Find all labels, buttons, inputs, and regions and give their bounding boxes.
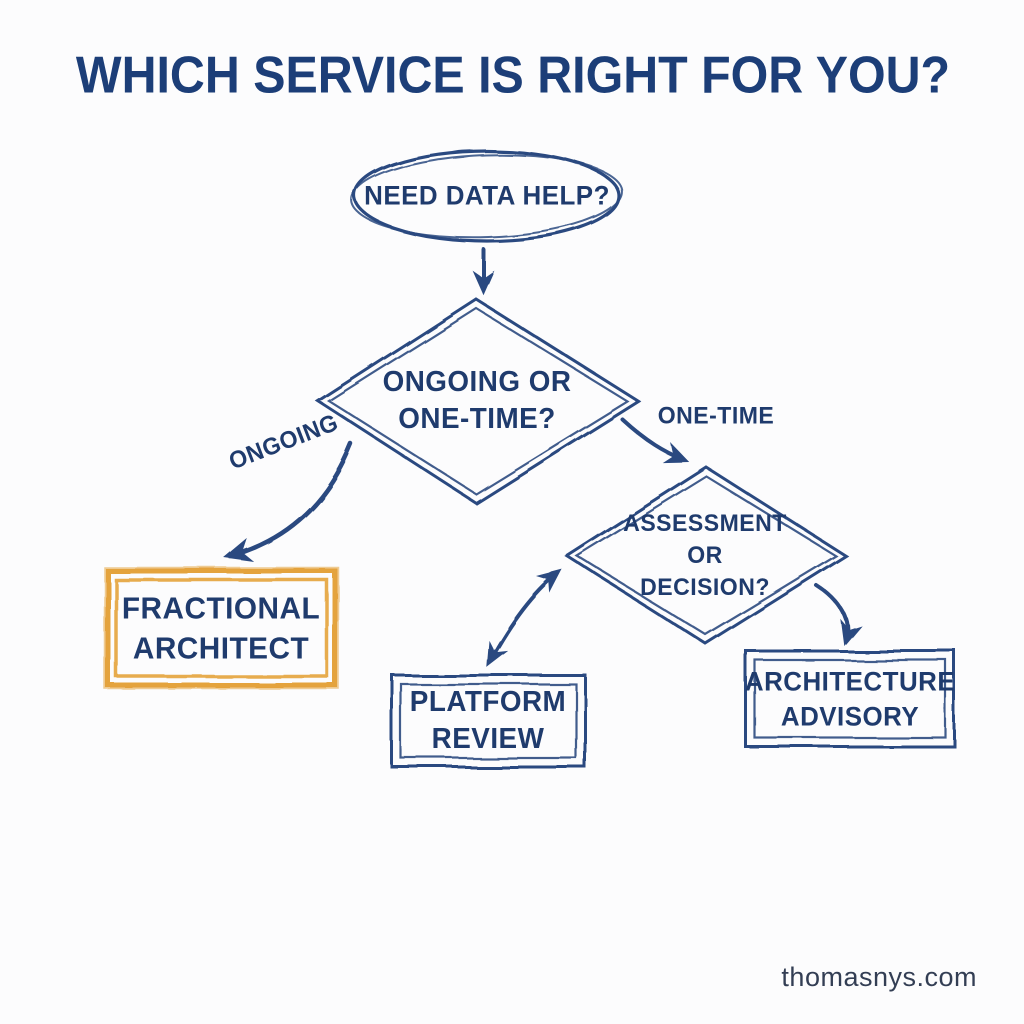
architecture-advisory-label: ARCHITECTURE ADVISORY [744,666,956,731]
fractional-architect-box [103,566,340,690]
arrow-ongoing-branch [223,441,354,562]
arrow-advisory [815,584,862,646]
page-title: WHICH SERVICE IS RIGHT FOR YOU? [75,46,951,105]
decision-service-diamond [315,297,641,505]
platform-review-label: PLATFORM REVIEW [409,685,567,755]
watermark: thomasnys.com [781,962,977,992]
branch-label-one-time: ONE-TIME [657,402,775,430]
decision-type-label: ASSESSMENT OR DECISION? [623,509,787,602]
decision-service-label: ONGOING OR ONE-TIME? [382,365,572,435]
fractional-architect-label: FRACTIONAL ARCHITECT [121,590,321,665]
architecture-advisory-box [744,649,957,749]
arrow-one-time-branch [620,417,690,463]
start-oval [351,149,623,243]
platform-review-box [390,673,587,769]
start-node-label: NEED DATA HELP? [364,180,610,211]
decision-type-diamond [564,465,849,646]
arrow-platform-review [486,569,563,667]
